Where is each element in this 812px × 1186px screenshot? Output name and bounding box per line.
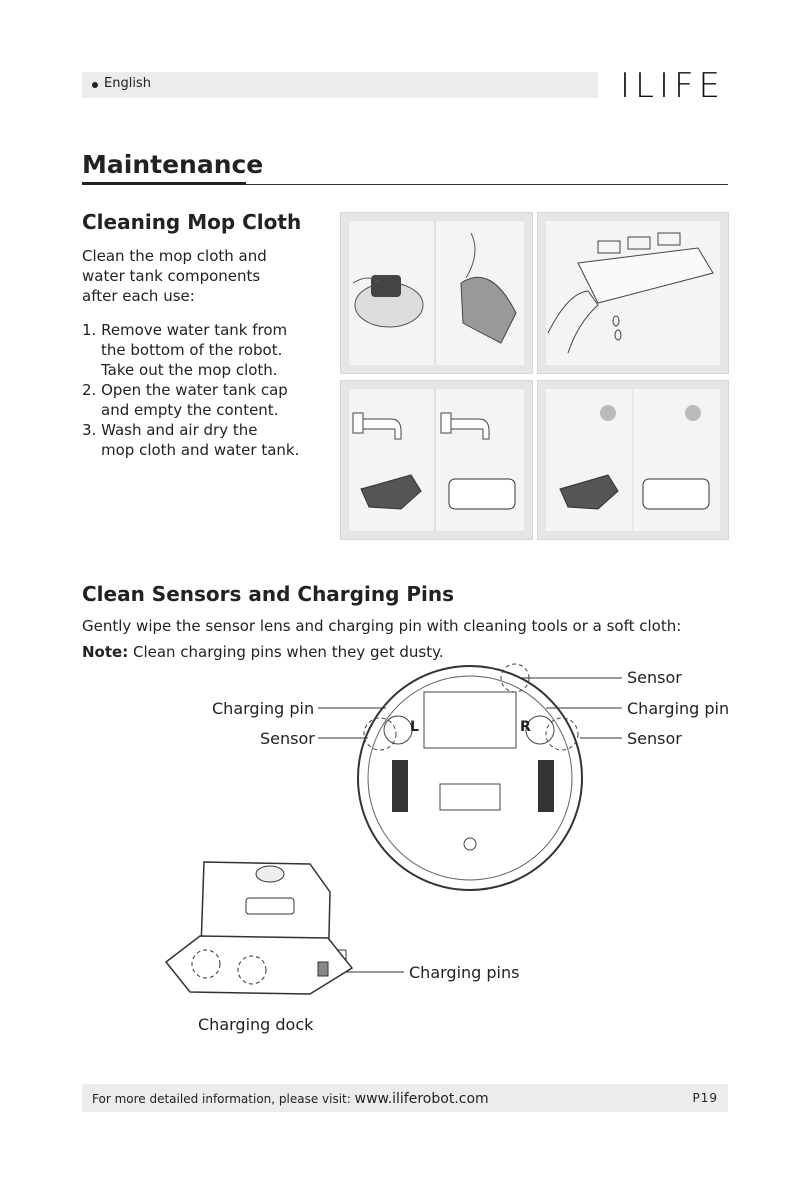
callout-charging-pin-left: Charging pin	[212, 699, 314, 718]
website-link[interactable]: www.iliferobot.com	[355, 1091, 489, 1107]
charging-dock-drawing	[160, 852, 360, 1008]
footer-label: For more detailed information, please vi…	[92, 1092, 355, 1106]
callout-charging-pins: Charging pins	[409, 963, 519, 982]
page-number: P19	[692, 1091, 718, 1105]
callout-charging-pin-right: Charging pin	[627, 699, 729, 718]
callout-sensor-right: Sensor	[627, 729, 682, 748]
callout-sensor-top: Sensor	[627, 668, 682, 687]
footer-bar: For more detailed information, please vi…	[82, 1084, 728, 1112]
footer-text: For more detailed information, please vi…	[92, 1091, 489, 1107]
callout-sensor-left: Sensor	[260, 729, 315, 748]
charging-dock-caption: Charging dock	[198, 1015, 313, 1034]
